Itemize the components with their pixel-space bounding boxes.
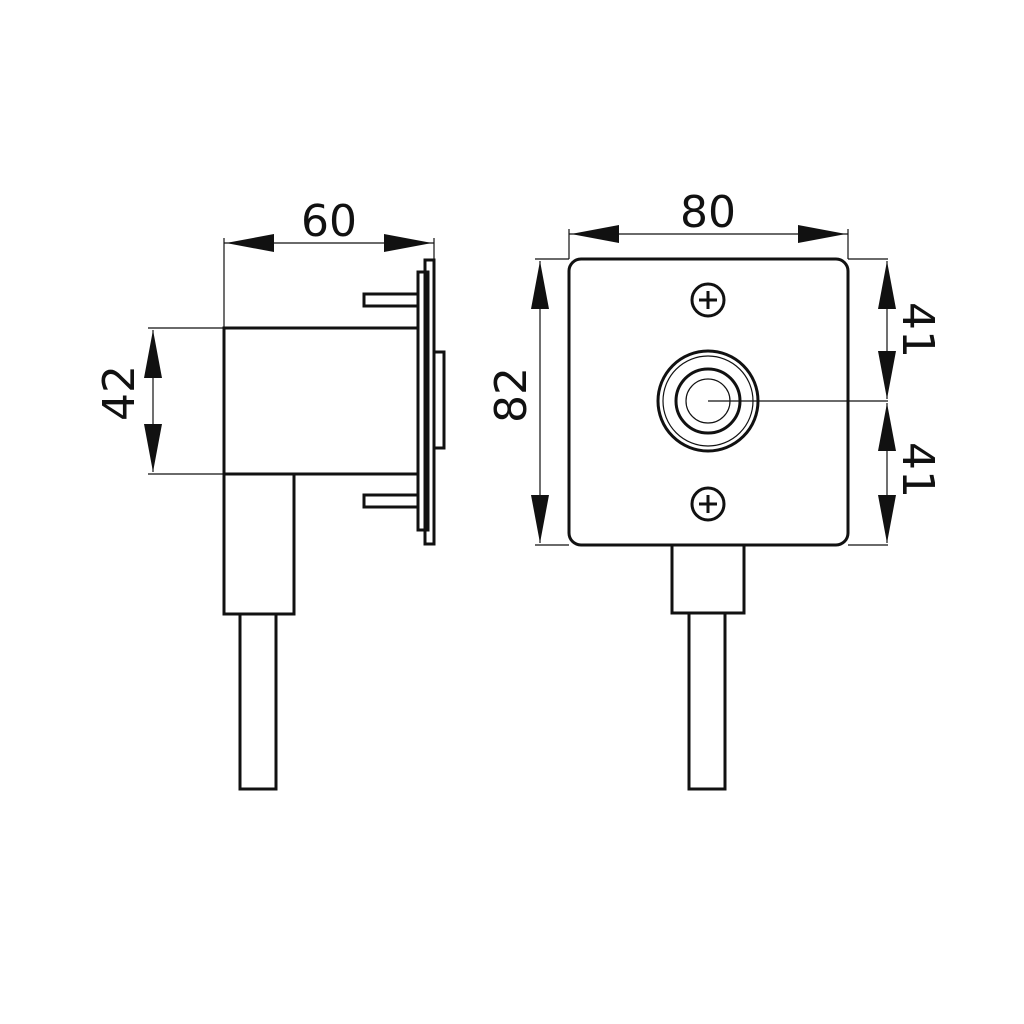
side-button-profile xyxy=(432,350,446,450)
dim-front-upper: 41 xyxy=(892,302,943,358)
front-view: 80 82 41 41 xyxy=(486,187,943,791)
side-screw-top xyxy=(362,292,420,308)
front-rod xyxy=(687,611,727,791)
screw-top-icon xyxy=(690,282,726,318)
front-stem xyxy=(670,543,746,615)
dim-front-height: 82 xyxy=(486,367,537,423)
side-plate xyxy=(416,270,430,532)
side-screw-bottom xyxy=(362,493,420,509)
side-body xyxy=(222,326,420,476)
dim-side-width: 60 xyxy=(301,196,357,247)
side-view: 60 42 xyxy=(94,196,446,791)
dim-front-width: 80 xyxy=(680,187,736,238)
side-stem xyxy=(222,472,296,616)
dim-front-lower: 41 xyxy=(892,442,943,498)
dim-side-height: 42 xyxy=(94,365,145,421)
side-rod xyxy=(238,612,278,791)
screw-bottom-icon xyxy=(690,486,726,522)
